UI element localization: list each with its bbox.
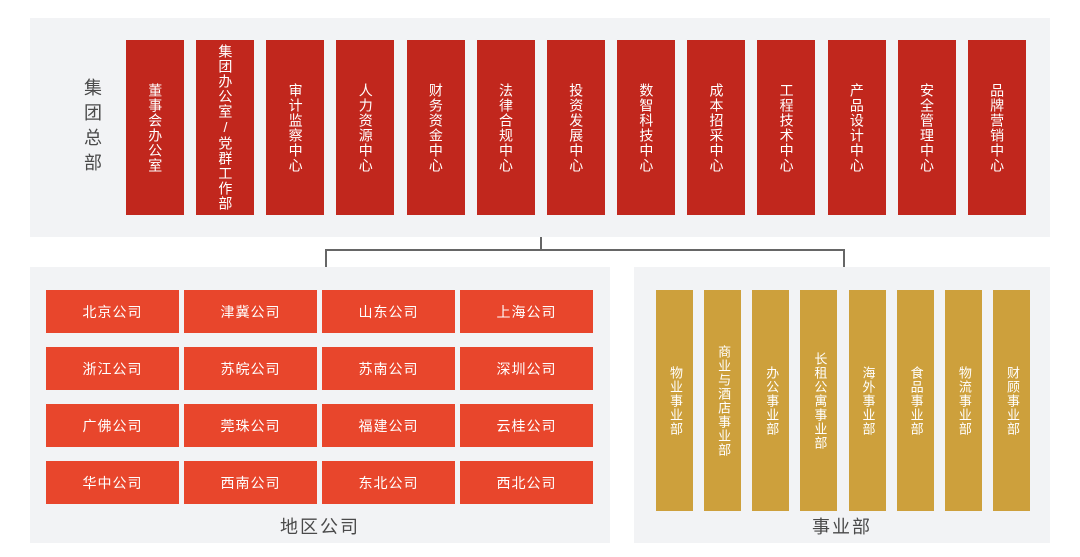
regional-companies-caption: 地区公司 [280, 517, 360, 537]
headquarters-department-box[interactable]: 品牌营销中心 [967, 40, 1026, 215]
regional-company-box[interactable]: 云桂公司 [460, 404, 593, 447]
headquarters-department-label: 集团办公室/党群工作部 [217, 44, 234, 211]
headquarters-department-box[interactable]: 法律合规中心 [476, 40, 535, 215]
regional-company-box[interactable]: 西北公司 [460, 461, 593, 504]
regional-company-box[interactable]: 浙江公司 [46, 347, 179, 390]
business-division-box[interactable]: 办公事业部 [752, 290, 790, 511]
regional-company-box[interactable]: 上海公司 [460, 290, 593, 333]
regional-company-box[interactable]: 苏南公司 [322, 347, 455, 390]
regional-company-box[interactable]: 北京公司 [46, 290, 179, 333]
headquarters-department-box[interactable]: 集团办公室/党群工作部 [196, 40, 255, 215]
business-division-box[interactable]: 商业与酒店事业部 [704, 290, 742, 511]
headquarters-department-label: 法律合规中心 [498, 82, 515, 173]
connector-bracket [325, 237, 845, 267]
headquarters-label: 集团总部 [82, 77, 102, 178]
headquarters-department-label: 成本招采中心 [708, 82, 725, 173]
headquarters-department-box[interactable]: 产品设计中心 [827, 40, 886, 215]
headquarters-department-box[interactable]: 成本招采中心 [687, 40, 746, 215]
business-division-label: 办公事业部 [764, 365, 780, 436]
headquarters-department-label: 财务资金中心 [427, 82, 444, 173]
business-divisions-caption: 事业部 [812, 517, 872, 537]
business-division-label: 物流事业部 [956, 365, 972, 436]
business-division-label: 物业事业部 [667, 365, 683, 436]
headquarters-department-box[interactable]: 审计监察中心 [266, 40, 325, 215]
business-division-box[interactable]: 海外事业部 [848, 290, 886, 511]
business-division-label: 财顾事业部 [1004, 365, 1020, 436]
business-division-box[interactable]: 物流事业部 [944, 290, 982, 511]
business-divisions-list: 物业事业部 商业与酒店事业部 办公事业部 长租公寓事业部 海外事业部 食品事业部 物流事业部… [656, 290, 1030, 511]
business-division-label: 长租公寓事业部 [812, 351, 828, 450]
regional-companies-panel: 北京公司津冀公司山东公司上海公司浙江公司苏皖公司苏南公司深圳公司广佛公司莞珠公司… [30, 267, 610, 543]
business-division-label: 食品事业部 [908, 365, 924, 436]
headquarters-department-label: 投资发展中心 [568, 82, 585, 173]
headquarters-department-label: 工程技术中心 [778, 82, 795, 173]
headquarters-department-box[interactable]: 工程技术中心 [757, 40, 816, 215]
business-division-box[interactable]: 长租公寓事业部 [800, 290, 838, 511]
regional-company-box[interactable]: 西南公司 [184, 461, 317, 504]
regional-companies-grid: 北京公司津冀公司山东公司上海公司浙江公司苏皖公司苏南公司深圳公司广佛公司莞珠公司… [46, 290, 594, 504]
headquarters-department-label: 人力资源中心 [357, 82, 374, 173]
regional-company-box[interactable]: 广佛公司 [46, 404, 179, 447]
headquarters-department-box[interactable]: 数智科技中心 [617, 40, 676, 215]
headquarters-department-box[interactable]: 安全管理中心 [897, 40, 956, 215]
business-division-box[interactable]: 物业事业部 [656, 290, 693, 511]
headquarters-department-label: 品牌营销中心 [989, 82, 1006, 173]
headquarters-department-label: 审计监察中心 [287, 82, 304, 173]
business-divisions-panel: 物业事业部 商业与酒店事业部 办公事业部 长租公寓事业部 海外事业部 食品事业部 物流事业部… [634, 267, 1050, 543]
regional-company-box[interactable]: 华中公司 [46, 461, 179, 504]
business-division-box[interactable]: 食品事业部 [896, 290, 934, 511]
regional-company-box[interactable]: 福建公司 [322, 404, 455, 447]
business-division-box[interactable]: 财顾事业部 [992, 290, 1030, 511]
business-division-label: 海外事业部 [860, 365, 876, 436]
regional-company-box[interactable]: 东北公司 [322, 461, 455, 504]
headquarters-department-box[interactable]: 投资发展中心 [546, 40, 605, 215]
regional-company-box[interactable]: 莞珠公司 [184, 404, 317, 447]
regional-company-box[interactable]: 深圳公司 [460, 347, 593, 390]
headquarters-department-box[interactable]: 财务资金中心 [406, 40, 465, 215]
headquarters-department-label: 董事会办公室 [147, 82, 164, 173]
headquarters-department-label: 产品设计中心 [848, 82, 865, 173]
regional-company-box[interactable]: 津冀公司 [184, 290, 317, 333]
regional-company-box[interactable]: 苏皖公司 [184, 347, 317, 390]
headquarters-department-list: 董事会办公室 集团办公室/党群工作部 审计监察中心 人力资源中心 财务资金中心 法律合规中… [126, 40, 1026, 215]
regional-company-box[interactable]: 山东公司 [322, 290, 455, 333]
headquarters-department-label: 数智科技中心 [638, 82, 655, 173]
headquarters-department-box[interactable]: 人力资源中心 [336, 40, 395, 215]
headquarters-department-box[interactable]: 董事会办公室 [126, 40, 184, 215]
business-division-label: 商业与酒店事业部 [716, 344, 732, 457]
headquarters-panel: 集团总部 董事会办公室 集团办公室/党群工作部 审计监察中心 人力资源中心 财务资金中心… [30, 18, 1050, 237]
headquarters-department-label: 安全管理中心 [918, 82, 935, 173]
